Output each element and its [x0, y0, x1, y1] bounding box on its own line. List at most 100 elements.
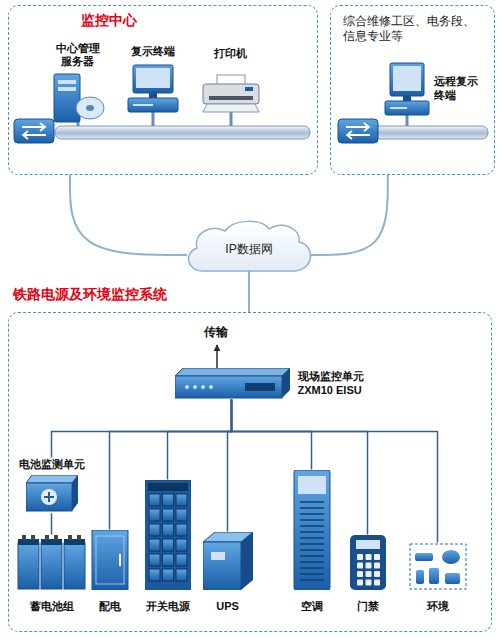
node-label: 开关电源: [146, 600, 190, 614]
device-node: 现场监控单元 ZXM10 EISU: [175, 368, 382, 400]
bmu-part: [72, 475, 78, 511]
pc-part: [136, 68, 170, 88]
rack-part: [149, 509, 160, 521]
battery-part: [45, 535, 49, 540]
bmu-part: [26, 483, 72, 511]
transmit-arrow-line: [216, 345, 218, 368]
pc-icon: [384, 62, 430, 117]
ac-part: [300, 513, 324, 515]
cabinet-part: [96, 536, 124, 584]
node-label: 中心管理服务器: [54, 42, 102, 70]
door-part: [350, 535, 386, 590]
rack-part: [148, 483, 188, 491]
battery-part: [18, 539, 39, 545]
bmu-icon: [26, 475, 78, 513]
device-node: 蓄电池组: [15, 535, 89, 614]
pc-icon: [127, 64, 179, 114]
rack-part: [176, 509, 187, 521]
bmu-part: [26, 475, 78, 483]
ups-icon: [203, 532, 253, 590]
region-box: 综合维修工区、电务段、信息专业等远程复示终端: [330, 5, 495, 175]
door-part: [374, 554, 380, 560]
ac-part: [300, 543, 324, 545]
ac-part: [300, 579, 324, 581]
ac-part: [300, 531, 324, 533]
connector-line: [52, 400, 232, 458]
connector-line: [311, 175, 388, 255]
door-part: [365, 554, 371, 560]
rack-part: [145, 480, 191, 590]
bmu-part: [41, 489, 57, 505]
rack-part: [149, 539, 160, 551]
node-label: 蓄电池组: [30, 600, 74, 614]
server-part: [54, 74, 80, 122]
battery-part: [68, 535, 72, 540]
door-part: [365, 579, 371, 585]
ac-part: [300, 561, 324, 563]
ac-part: [300, 567, 324, 569]
node-label: 综合维修工区、电务段、信息专业等: [343, 14, 485, 44]
label-holder: 传输: [204, 325, 228, 340]
node-label: 远程复示终端: [434, 75, 484, 103]
cloud-outline: [189, 221, 311, 271]
rack-part: [176, 494, 187, 506]
rack-part: [162, 524, 173, 536]
printer-part: [245, 87, 253, 91]
rack1u-part: [209, 385, 213, 389]
switch-arrows: [22, 123, 46, 139]
connector-line: [110, 400, 232, 530]
printer-part: [203, 104, 259, 112]
battery-part: [41, 539, 62, 545]
region-box: 铁路电源及环境监控系统现场监控单元 ZXM10 EISU电池监测单元蓄电池组配电…: [8, 312, 492, 632]
node-label: 环境: [427, 600, 449, 614]
ups-part: [211, 552, 225, 560]
server-part: [58, 87, 76, 91]
pc-part: [390, 107, 407, 109]
rack-part: [149, 494, 160, 506]
node-label: 铁路电源及环境监控系统: [13, 286, 491, 304]
env-part: [416, 570, 424, 584]
connector-line: [51, 513, 53, 534]
device-node: 配电: [88, 530, 132, 614]
pc-part: [128, 98, 178, 112]
node-label: 复示终端: [131, 45, 175, 59]
env-part: [415, 553, 433, 561]
ac-part: [300, 525, 324, 527]
device-node: 打印机: [200, 47, 262, 115]
rack-part: [162, 569, 173, 581]
ac-part: [300, 573, 324, 575]
device-node: UPS: [201, 532, 255, 614]
pc-part: [133, 104, 153, 106]
switch-symbol: [14, 119, 54, 143]
cabinet-part: [119, 554, 121, 566]
ups-part: [241, 532, 253, 590]
connector-line: [232, 400, 438, 543]
env-part: [410, 544, 466, 589]
rack-part: [162, 554, 173, 566]
battery-part: [22, 535, 26, 540]
server-icon: [50, 73, 106, 123]
rack-part: [149, 569, 160, 581]
switch-body: [14, 119, 54, 143]
server-part: [76, 97, 104, 119]
node-label: 门禁: [357, 600, 379, 614]
connector-line: [232, 400, 368, 535]
pc-part: [149, 93, 157, 98]
door-part: [374, 571, 380, 577]
printer-part: [203, 84, 259, 104]
connector-line: [232, 400, 312, 470]
rack1u-part: [175, 376, 282, 398]
battery-part: [41, 543, 62, 589]
ac-part: [300, 519, 324, 521]
rack-part: [149, 524, 160, 536]
network-cloud: IP数据网: [183, 218, 315, 274]
battery-part: [31, 535, 35, 540]
door-part: [374, 562, 380, 568]
device-node: 中心管理服务器: [50, 42, 106, 124]
device-node: 环境: [407, 543, 469, 614]
ac-icon: [292, 470, 332, 590]
rack1u-part: [282, 368, 290, 398]
device-node: 复示终端: [124, 45, 182, 115]
ac-part: [300, 537, 324, 539]
